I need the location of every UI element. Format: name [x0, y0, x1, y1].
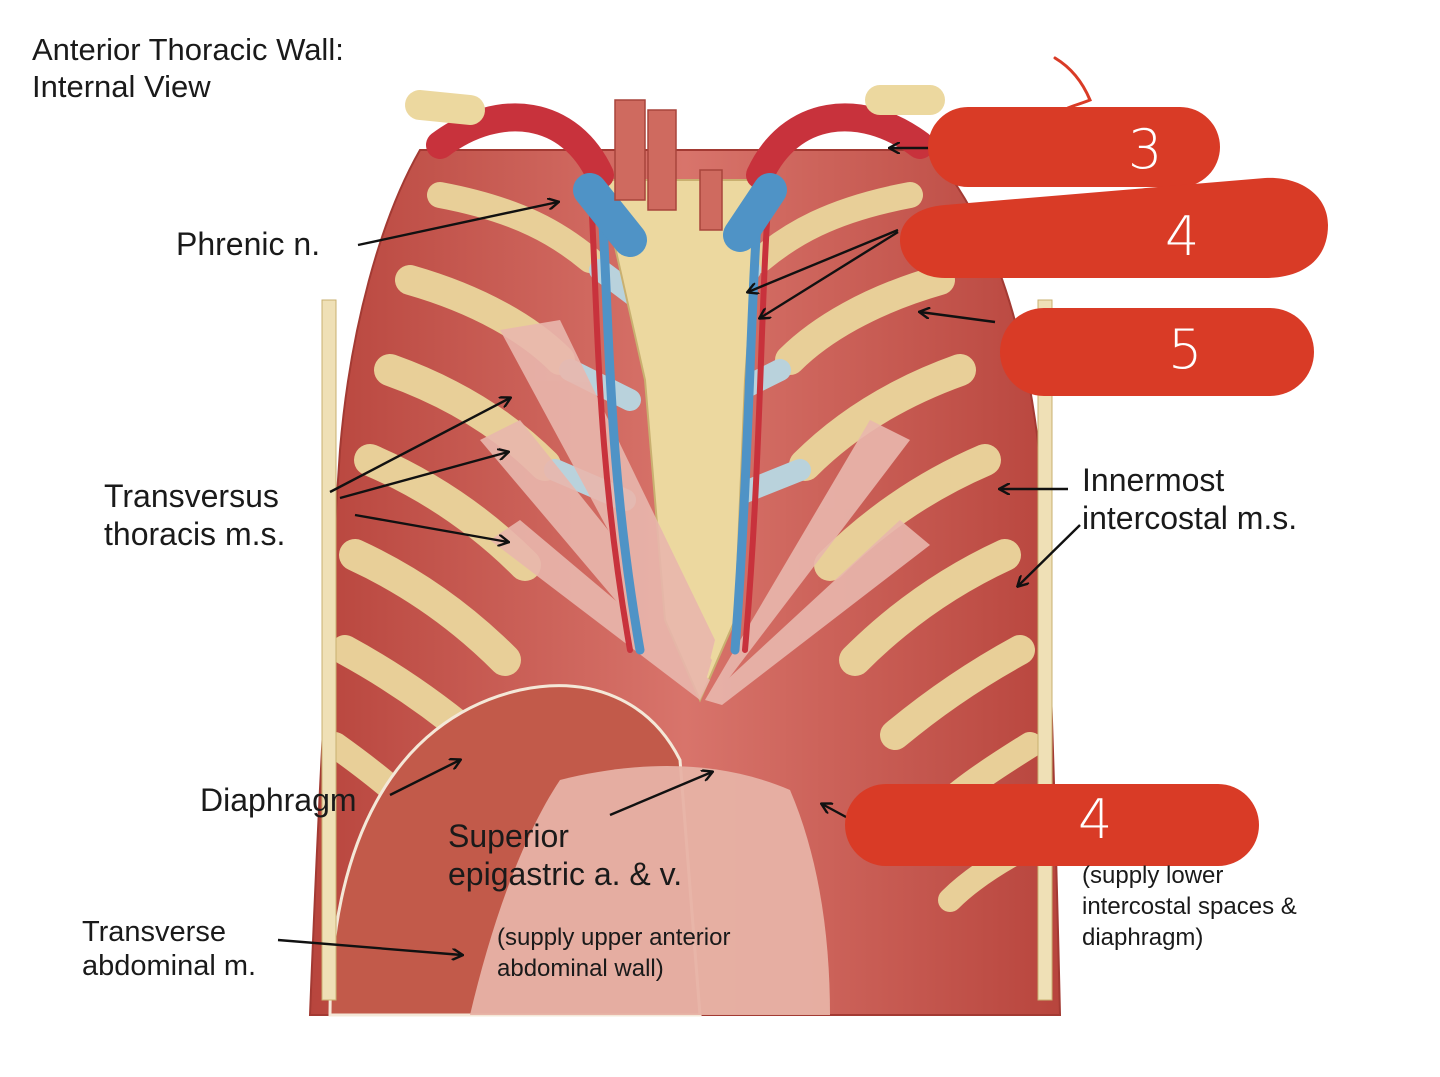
handwritten-mark — [1053, 56, 1092, 110]
diaphragm-tendon — [470, 766, 830, 1015]
redaction-1 — [928, 107, 1220, 187]
midline-muscles — [614, 99, 723, 231]
redaction-2-number: 4 — [1165, 205, 1200, 268]
redaction-2 — [900, 177, 1328, 278]
redaction-4 — [845, 784, 1259, 866]
label-diaphragm: Diaphragm — [200, 782, 357, 818]
pointer-arrows — [277, 148, 1081, 955]
redaction-marks — [845, 107, 1328, 866]
label-transversus-thoracis: Transversus thoracis m.s. — [104, 478, 286, 552]
label-superior-epigastric: Superior epigastric a. & v. — [448, 818, 683, 892]
redaction-3-number: 5 — [1168, 318, 1203, 381]
label-lower-supply-note: (supply lower intercostal spaces & diaph… — [1082, 862, 1297, 952]
label-innermost-intercostal: Innermost intercostal m.s. — [1082, 462, 1298, 536]
label-transverse-abdominal: Transverse abdominal m. — [82, 916, 257, 983]
label-superior-epigastric-note: (supply upper anterior abdominal wall) — [497, 924, 731, 983]
label-phrenic-nerve: Phrenic n. — [176, 226, 321, 262]
redaction-3 — [1000, 308, 1314, 396]
redaction-1-number: 3 — [1128, 118, 1163, 181]
diagram-title: Anterior Thoracic Wall: Internal View — [32, 32, 344, 104]
clavicles — [405, 85, 945, 125]
subclavian-vessels — [426, 103, 934, 257]
redaction-4-number: 4 — [1078, 788, 1113, 851]
